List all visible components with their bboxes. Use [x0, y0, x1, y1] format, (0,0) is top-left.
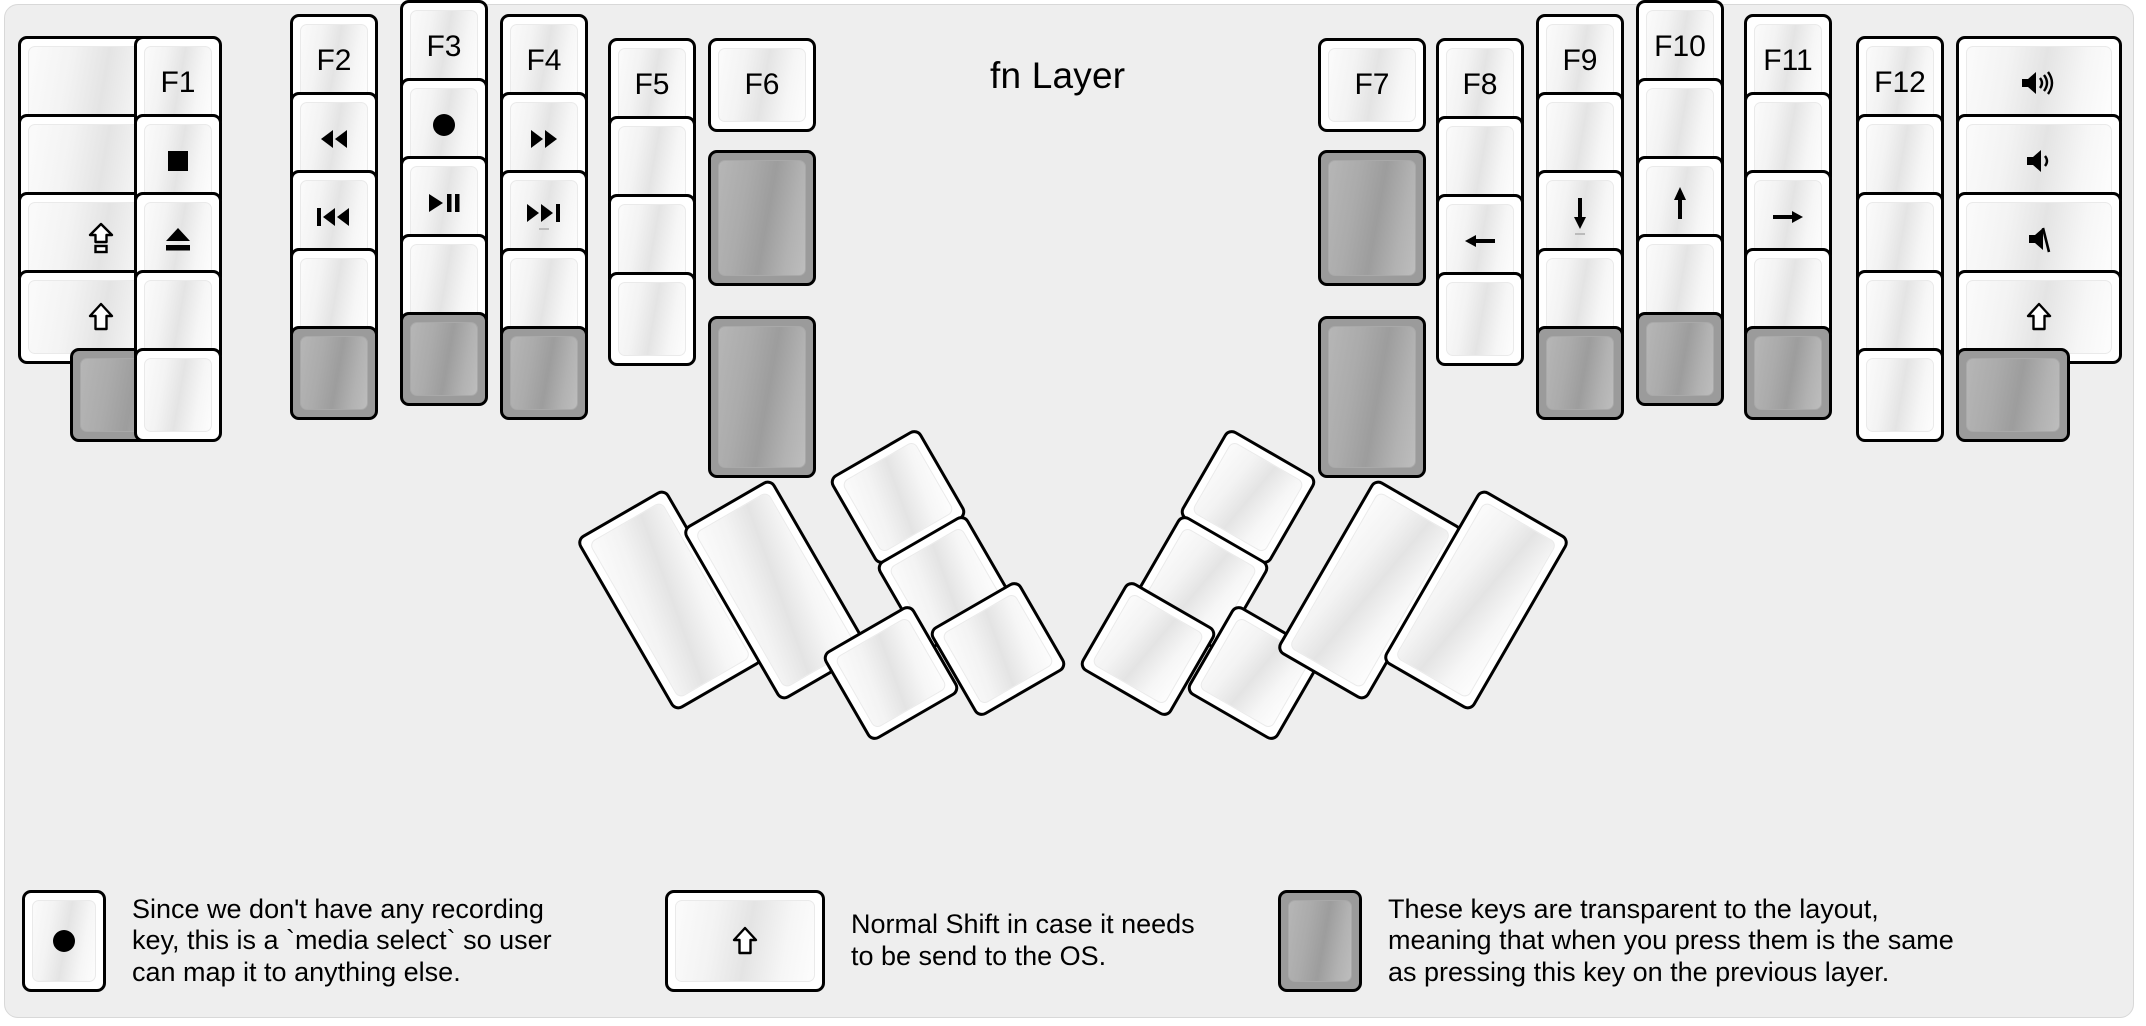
legend-key-record [22, 890, 106, 992]
legend-key-swatch [1278, 890, 1362, 992]
left-col7-key2-transparent[interactable] [708, 150, 816, 286]
keycap-face [1646, 166, 1714, 240]
keycap-face [410, 166, 478, 240]
legend-record-key: Since we don't have any recording key, t… [22, 885, 672, 997]
right-col2-key4[interactable] [1436, 272, 1524, 366]
keycap-face [410, 10, 478, 84]
keycap-face [1546, 102, 1614, 176]
legend-text: Normal Shift in case it needs to be send… [851, 909, 1195, 971]
keycap-face [718, 160, 806, 276]
keycap-face [1866, 124, 1934, 198]
right-col7-key5-transparent[interactable] [1956, 348, 2070, 442]
keycap-face [675, 900, 815, 982]
left-col4-key5-transparent[interactable] [400, 312, 488, 406]
keycap-face [618, 282, 686, 356]
keycap-face [1966, 202, 2112, 276]
keycap-face [410, 322, 478, 396]
keycap-face [1446, 204, 1514, 278]
keycap-face [1546, 180, 1614, 254]
keycap-face [1754, 180, 1822, 254]
right-col1-key2-transparent[interactable] [1318, 150, 1426, 286]
left-col2-key5[interactable] [134, 348, 222, 442]
keycap-face [1546, 336, 1614, 410]
keycap-face [410, 88, 478, 162]
keycap-face [1966, 280, 2112, 354]
keycap-face [32, 900, 96, 982]
keycap-face [1754, 258, 1822, 332]
legend-transparent-key: These keys are transparent to the layout… [1278, 885, 2118, 997]
left-col5-key5-transparent[interactable] [500, 326, 588, 420]
left-col4-key2-record[interactable] [400, 78, 488, 172]
page-title: fn Layer [990, 55, 1126, 96]
keycap-face [1966, 124, 2112, 198]
legend-key-swatch [22, 890, 106, 992]
keycap-face [1866, 202, 1934, 276]
right-col5-key5-transparent[interactable] [1744, 326, 1832, 420]
keycap-face [510, 102, 578, 176]
left-col5-key3-next[interactable] [500, 170, 588, 264]
keycap-face [1328, 326, 1416, 468]
keycap-face [618, 48, 686, 122]
keycap-face [1966, 46, 2112, 120]
keycap-face [1646, 88, 1714, 162]
legend-key-swatch [665, 890, 825, 992]
keycap-face [1646, 244, 1714, 318]
right-col2-key3-arrow-left[interactable] [1436, 194, 1524, 288]
keycap-face [1646, 322, 1714, 396]
keycap-face [1446, 48, 1514, 122]
keycap-face [1754, 336, 1822, 410]
keycap-face [510, 336, 578, 410]
keycap-face [144, 358, 212, 432]
right-col1-key1-f7[interactable]: F7 [1318, 38, 1426, 132]
keycap-face [510, 24, 578, 98]
keycap-face [1646, 10, 1714, 84]
right-col4-key5-transparent[interactable] [1636, 312, 1724, 406]
keycap-face [144, 202, 212, 276]
right-col1-key3-transparent[interactable] [1318, 316, 1426, 478]
left-col6-key4[interactable] [608, 272, 696, 366]
keycap-face [1328, 160, 1416, 276]
keycap-face [1288, 900, 1352, 982]
right-col6-key5[interactable] [1856, 348, 1944, 442]
legend-shift-key: Normal Shift in case it needs to be send… [665, 885, 1285, 997]
keycap-face [300, 102, 368, 176]
keycap-face [1446, 126, 1514, 200]
keycap-face [618, 126, 686, 200]
keycap-face [300, 180, 368, 254]
keycap-face [144, 124, 212, 198]
legend-text: Since we don't have any recording key, t… [132, 893, 552, 987]
keycap-face [718, 48, 806, 122]
keycap-face [144, 46, 212, 120]
keycap-face [1328, 48, 1416, 122]
keycap-face [300, 258, 368, 332]
keycap-face [1866, 358, 1934, 432]
keycap-face [510, 258, 578, 332]
keycap-face [410, 244, 478, 318]
legend-key-shift [665, 890, 825, 992]
left-col7-key3-transparent[interactable] [708, 316, 816, 478]
keycap-face [1754, 24, 1822, 98]
keycap-face [1546, 24, 1614, 98]
keycap-face [1546, 258, 1614, 332]
keycap-face [510, 180, 578, 254]
legend-text: These keys are transparent to the layout… [1388, 893, 1954, 987]
keycap-face [300, 24, 368, 98]
keycap-face [1866, 280, 1934, 354]
keycap-face [300, 336, 368, 410]
right-col3-key5-transparent[interactable] [1536, 326, 1624, 420]
keycap-face [618, 204, 686, 278]
keycap-face [144, 280, 212, 354]
legend-key-transparent [1278, 890, 1362, 992]
keycap-face [1866, 46, 1934, 120]
keycap-face [1446, 282, 1514, 356]
keycap-face [1754, 102, 1822, 176]
keycap-face [1966, 358, 2060, 432]
left-col7-key1-f6[interactable]: F6 [708, 38, 816, 132]
left-col3-key5-transparent[interactable] [290, 326, 378, 420]
keycap-face [718, 326, 806, 468]
